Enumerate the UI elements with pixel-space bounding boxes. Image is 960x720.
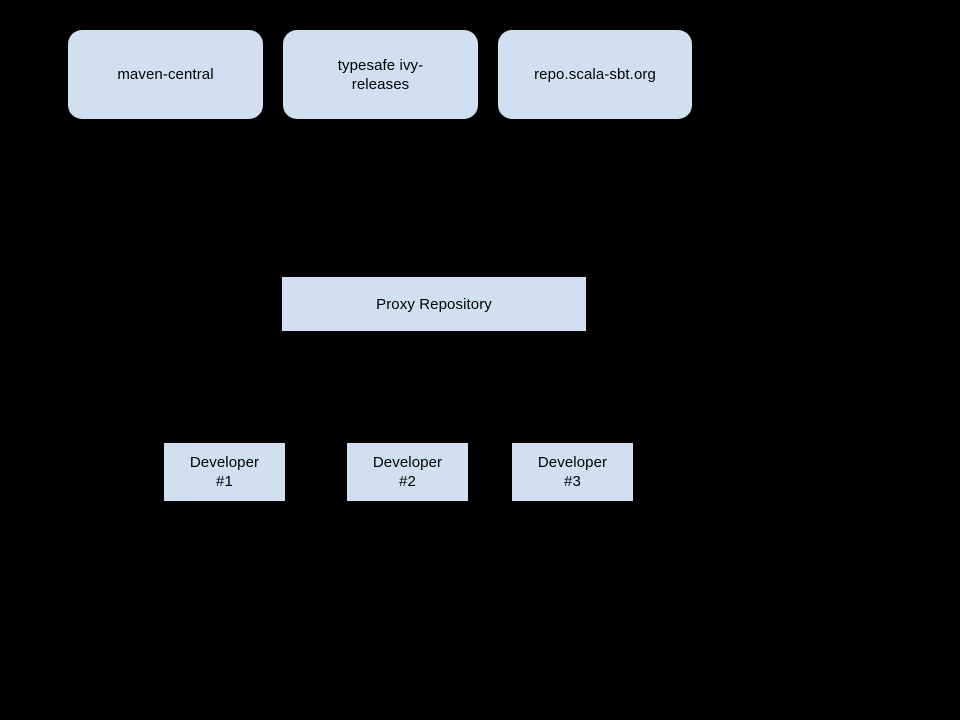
node-proxy-repository-label: Proxy Repository: [376, 295, 492, 313]
node-proxy-repository[interactable]: Proxy Repository: [282, 277, 586, 331]
node-typesafe-ivy-releases-label: typesafe ivy- releases: [337, 56, 424, 93]
node-developer-1-label: Developer #1: [189, 454, 260, 490]
node-developer-3-label: Developer #3: [537, 454, 608, 490]
node-typesafe-ivy-releases[interactable]: typesafe ivy- releases: [283, 30, 478, 119]
node-repo-scala-sbt-org[interactable]: repo.scala-sbt.org: [498, 30, 692, 119]
node-maven-central-label: maven-central: [117, 66, 214, 83]
node-developer-2-label: Developer #2: [372, 454, 443, 490]
node-maven-central[interactable]: maven-central: [68, 30, 263, 119]
node-repo-scala-sbt-org-label: repo.scala-sbt.org: [534, 66, 656, 83]
node-developer-2[interactable]: Developer #2: [347, 443, 468, 501]
node-developer-3[interactable]: Developer #3: [512, 443, 633, 501]
node-developer-1[interactable]: Developer #1: [164, 443, 285, 501]
